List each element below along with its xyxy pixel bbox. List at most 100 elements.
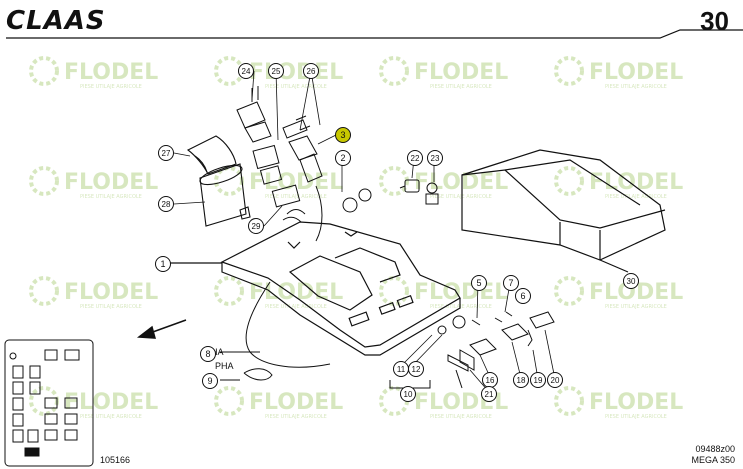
callout-8: 8	[200, 346, 216, 362]
page-number: 30	[700, 6, 729, 36]
wiring-loop	[220, 281, 331, 381]
callout-28: 28	[158, 196, 174, 212]
air-duct-assembly	[186, 135, 251, 227]
watermark-tagline: PIESE UTILAJE AGRICOLE	[430, 414, 492, 420]
callout-12: 12	[408, 361, 424, 377]
watermark-tagline: PIESE UTILAJE AGRICOLE	[605, 414, 667, 420]
watermark-brand: FLODEL	[249, 60, 343, 85]
callout-7: 7	[503, 275, 519, 291]
watermark-gear-icon	[554, 166, 584, 196]
watermark-brand: FLODEL	[589, 390, 683, 415]
callout-number: 30	[627, 277, 636, 286]
watermark-gear-icon	[29, 56, 59, 86]
watermark-brand: FLODEL	[414, 280, 508, 305]
callout-20: 20	[547, 372, 563, 388]
callout-number: 22	[411, 154, 420, 163]
callout-24: 24	[238, 63, 254, 79]
callout-3: 3	[335, 127, 351, 143]
callout-number: 26	[307, 67, 316, 76]
callout-number: 19	[534, 376, 543, 385]
callout-number: 12	[412, 365, 421, 374]
direction-arrow-icon	[136, 319, 187, 339]
watermark-gear-icon	[29, 276, 59, 306]
callout-number: 9	[207, 376, 212, 386]
watermark-tagline: PIESE UTILAJE AGRICOLE	[605, 304, 667, 310]
wire-label-pha-bottom: PHA	[215, 361, 234, 371]
callout-circle	[248, 218, 264, 234]
callout-number: 24	[242, 67, 251, 76]
callout-number: 21	[485, 390, 494, 399]
callout-circle	[238, 63, 254, 79]
callout-5: 5	[471, 275, 487, 291]
callout-number: 10	[404, 390, 413, 399]
callout-number: 23	[431, 154, 440, 163]
watermark-tagline: PIESE UTILAJE AGRICOLE	[605, 84, 667, 90]
watermark-gear-icon	[554, 276, 584, 306]
callout-circle	[623, 273, 639, 289]
watermark-brand: FLODEL	[589, 170, 683, 195]
callout-number: 7	[508, 278, 513, 288]
callout-number: 6	[520, 291, 525, 301]
watermark-tagline: PIESE UTILAJE AGRICOLE	[265, 84, 327, 90]
watermark-brand: FLODEL	[249, 170, 343, 195]
callout-number: 27	[162, 149, 171, 158]
watermark-tagline: PIESE UTILAJE AGRICOLE	[265, 304, 327, 310]
control-panel-key-diagram	[4, 339, 94, 467]
watermark-tagline: PIESE UTILAJE AGRICOLE	[80, 194, 142, 200]
watermark-brand: FLODEL	[64, 170, 158, 195]
callout-number: 11	[397, 365, 406, 374]
switch-components-22-23	[399, 179, 439, 205]
callout-circle	[407, 150, 423, 166]
drawing-code: 09488z00	[695, 444, 735, 454]
watermark-brand: FLODEL	[64, 390, 158, 415]
watermark-gear-icon	[554, 386, 584, 416]
lower-switch-parts	[389, 311, 555, 389]
callout-27: 27	[158, 145, 174, 161]
callout-circle	[335, 127, 351, 143]
callout-circle	[200, 346, 216, 362]
watermark-brand: FLODEL	[414, 170, 508, 195]
watermark-gear-icon	[214, 276, 244, 306]
callout-number: 16	[486, 376, 495, 385]
callout-circle	[400, 386, 416, 402]
callout-circle	[427, 150, 443, 166]
callout-circle	[303, 63, 319, 79]
callout-number: 18	[517, 376, 526, 385]
callout-circle	[513, 372, 529, 388]
callout-circle	[530, 372, 546, 388]
callout-29: 29	[248, 218, 264, 234]
switch-and-relay-assembly	[236, 86, 372, 242]
watermark-tagline: PIESE UTILAJE AGRICOLE	[430, 84, 492, 90]
callout-circle	[158, 145, 174, 161]
callout-6: 6	[515, 288, 531, 304]
watermark-tagline: PIESE UTILAJE AGRICOLE	[265, 414, 327, 420]
watermark-tagline: PIESE UTILAJE AGRICOLE	[80, 304, 142, 310]
watermark-tagline: PIESE UTILAJE AGRICOLE	[430, 304, 492, 310]
callout-number: 20	[551, 376, 560, 385]
callout-circle	[158, 196, 174, 212]
callout-number: 29	[252, 222, 261, 231]
callout-circle	[547, 372, 563, 388]
callout-1: 1	[155, 256, 171, 272]
callout-2: 2	[335, 150, 351, 166]
callout-circle	[335, 150, 351, 166]
callout-circle	[515, 288, 531, 304]
console-cover	[461, 149, 666, 273]
leader-lines	[173, 70, 556, 393]
watermark-tagline: PIESE UTILAJE AGRICOLE	[430, 194, 492, 200]
figure-number: 105166	[100, 455, 131, 465]
callout-circle	[268, 63, 284, 79]
watermark-brand: FLODEL	[414, 60, 508, 85]
callout-circle	[481, 386, 497, 402]
callout-26: 26	[303, 63, 319, 79]
machine-model: MEGA 350	[691, 455, 735, 465]
